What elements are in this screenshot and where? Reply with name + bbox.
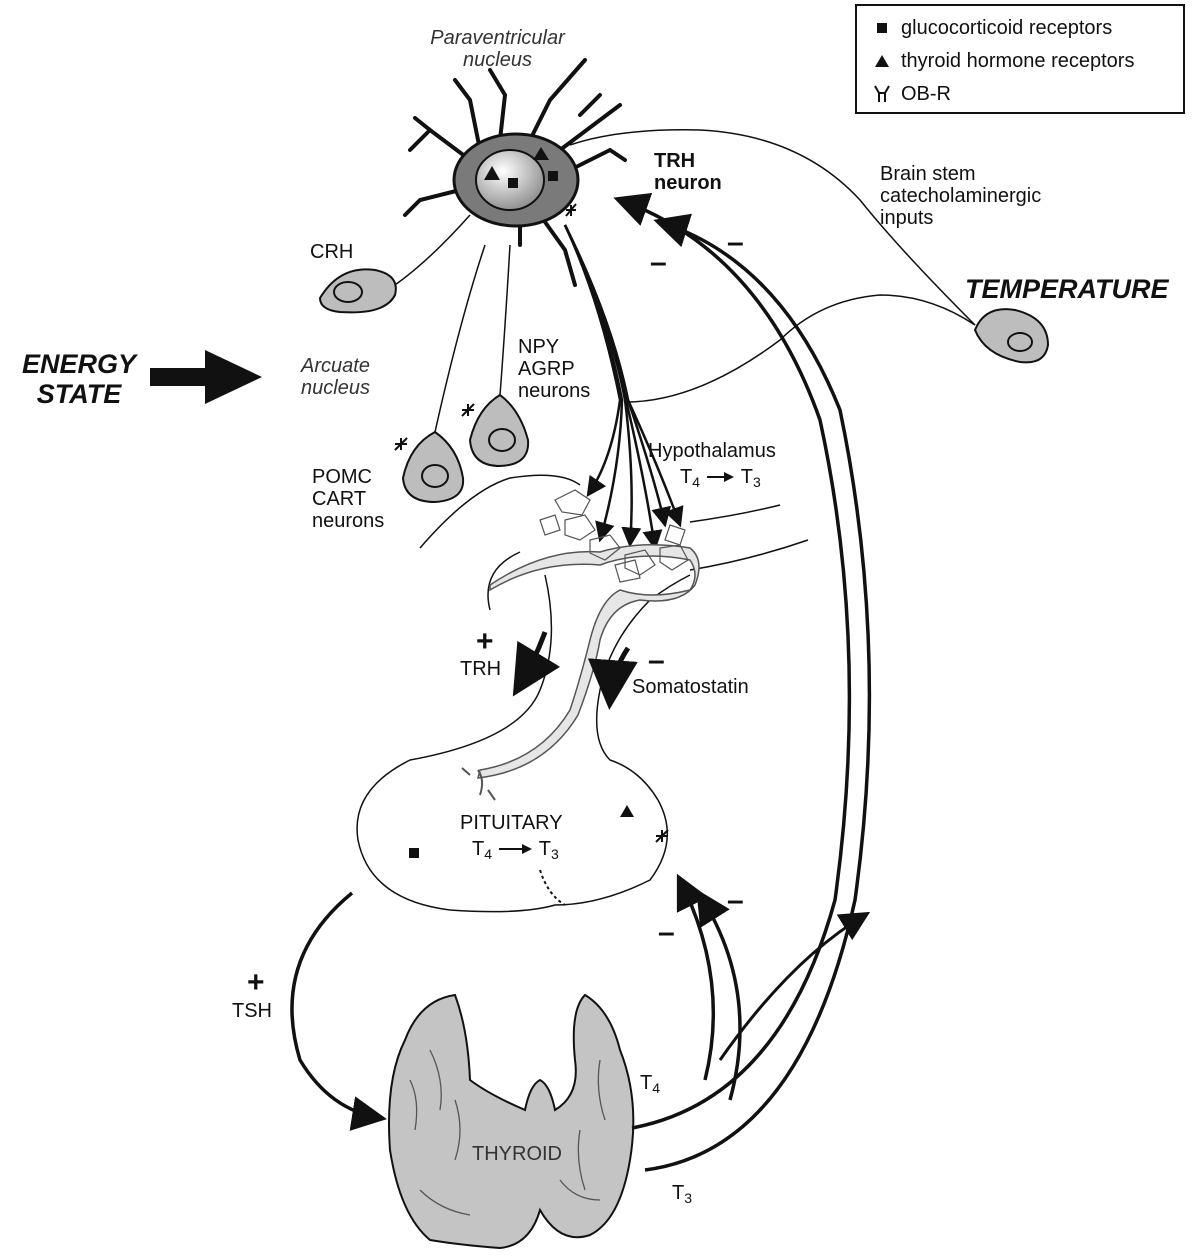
- hypothalamus-label: Hypothalamus: [648, 440, 776, 462]
- t3-output-label: T3: [672, 1182, 692, 1209]
- pituitary-feedback-minus-1: –: [658, 918, 675, 948]
- t4-output-label: T4: [640, 1072, 660, 1099]
- energy-state-arrow: [150, 350, 262, 404]
- triangle-icon: [871, 55, 893, 67]
- npy-agrp-label: NPY AGRP neurons: [518, 336, 590, 402]
- somatostatin-label: Somatostatin: [632, 676, 749, 698]
- thyroid-label: THYROID: [472, 1143, 562, 1165]
- somatostatin-minus-sign: –: [648, 646, 665, 676]
- receptor-icon: [871, 84, 893, 104]
- legend: glucocorticoid receptors thyroid hormone…: [855, 4, 1185, 114]
- crh-label: CRH: [310, 241, 353, 263]
- trh-neuron-label: TRH neuron: [654, 150, 722, 194]
- tsh-plus-sign: +: [247, 968, 265, 998]
- energy-state-label: ENERGY STATE: [14, 349, 144, 409]
- square-icon: [871, 22, 893, 34]
- pituitary-conversion: T4 T3: [472, 838, 559, 865]
- trh-plus-sign: +: [476, 627, 494, 657]
- somatostatin-arrow: [610, 648, 628, 700]
- trh-release-label: TRH: [460, 658, 501, 680]
- trh-feedback-minus-2: –: [727, 228, 744, 258]
- trh-neuron-cell: [405, 60, 625, 285]
- portal-capillaries: [478, 490, 699, 778]
- legend-item-glucocorticoid: glucocorticoid receptors: [871, 16, 1112, 40]
- trh-feedback-minus-1: –: [650, 248, 667, 278]
- tsh-label: TSH: [232, 1000, 272, 1022]
- conversion-arrow-icon: [498, 838, 534, 860]
- trh-release-arrow: [518, 632, 545, 688]
- arcuate-label: Arcuate nucleus: [288, 355, 383, 399]
- pomc-cart-label: POMC CART neurons: [312, 466, 384, 532]
- legend-label: glucocorticoid receptors: [901, 16, 1112, 40]
- pomc-cart-neuron-cell: [395, 245, 485, 502]
- hypothalamus-conversion: T4 T3: [680, 466, 761, 493]
- legend-item-thyroid-hormone: thyroid hormone receptors: [871, 49, 1134, 73]
- paraventricular-label: Paraventricular nucleus: [405, 27, 590, 71]
- legend-label: thyroid hormone receptors: [901, 49, 1134, 73]
- temperature-label: TEMPERATURE: [965, 274, 1169, 304]
- pituitary-label: PITUITARY: [460, 812, 563, 834]
- legend-label: OB-R: [901, 82, 951, 106]
- brainstem-label: Brain stem catecholaminergic inputs: [880, 163, 1041, 229]
- conversion-arrow-icon: [706, 466, 736, 488]
- crh-neuron-cell: [320, 215, 470, 312]
- legend-item-ob-r: OB-R: [871, 82, 951, 106]
- tsh-arrow: [292, 893, 380, 1118]
- thyroid-gland: [389, 995, 633, 1248]
- pituitary-feedback-minus-2: –: [727, 886, 744, 916]
- pituitary-gland: [409, 768, 668, 905]
- t3-to-periphery-arrow: [720, 915, 865, 1060]
